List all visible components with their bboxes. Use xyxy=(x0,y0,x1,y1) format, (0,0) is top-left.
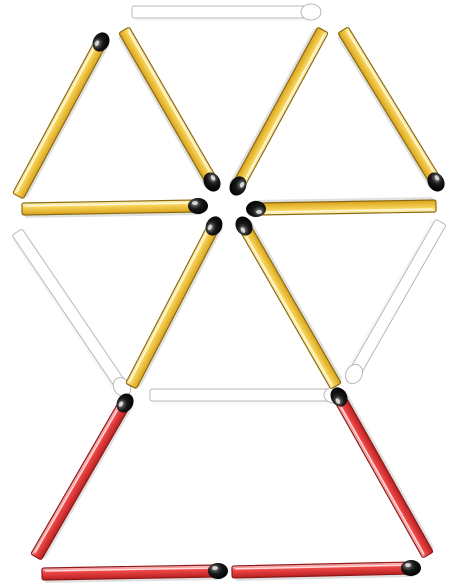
stick-body xyxy=(22,200,198,215)
matchstick-bottom-right[interactable] xyxy=(327,384,436,559)
stick-highlight xyxy=(17,49,94,192)
stick-body xyxy=(42,565,218,580)
match-head xyxy=(301,4,321,20)
stick-highlight xyxy=(128,31,209,172)
stick-body xyxy=(239,223,341,389)
matchstick-top-right-inner[interactable] xyxy=(225,26,330,199)
matches-layer xyxy=(11,26,448,583)
stick-body xyxy=(119,27,217,185)
stick-body xyxy=(12,229,127,391)
stick-highlight xyxy=(35,410,117,553)
stick-highlight xyxy=(246,236,332,385)
matchstick-bottom-base-left[interactable] xyxy=(42,563,228,583)
matchstick-center-right[interactable] xyxy=(232,213,344,390)
matchstick-top-left-outer[interactable] xyxy=(11,29,114,200)
matchstick-center-left[interactable] xyxy=(124,213,227,390)
matchstick-top-left-base[interactable] xyxy=(22,198,208,218)
matchstick-top-right-base[interactable] xyxy=(246,197,436,217)
stick-highlight xyxy=(130,233,207,381)
stick-highlight xyxy=(347,31,433,172)
matchstick-top-right-outer[interactable] xyxy=(335,26,448,195)
stick-body xyxy=(31,400,130,560)
stick-body xyxy=(256,200,436,215)
stick-highlight xyxy=(245,34,324,179)
ghost-slot-ghost-left xyxy=(10,228,135,401)
stick-body xyxy=(150,389,334,401)
matchstick-bottom-left[interactable] xyxy=(29,390,138,561)
stick-body xyxy=(334,394,433,558)
matchstick-top-left-inner[interactable] xyxy=(116,26,224,195)
stick-body xyxy=(349,219,446,377)
matchstick-bottom-base-right[interactable] xyxy=(232,560,421,581)
ghost-slot-ghost-right xyxy=(341,218,448,387)
ghost-slot-ghost-middle xyxy=(150,387,344,404)
stick-highlight xyxy=(341,407,424,554)
stick-body xyxy=(338,27,441,185)
ghost-slot-ghost-top xyxy=(132,4,321,21)
stick-body xyxy=(132,6,311,18)
